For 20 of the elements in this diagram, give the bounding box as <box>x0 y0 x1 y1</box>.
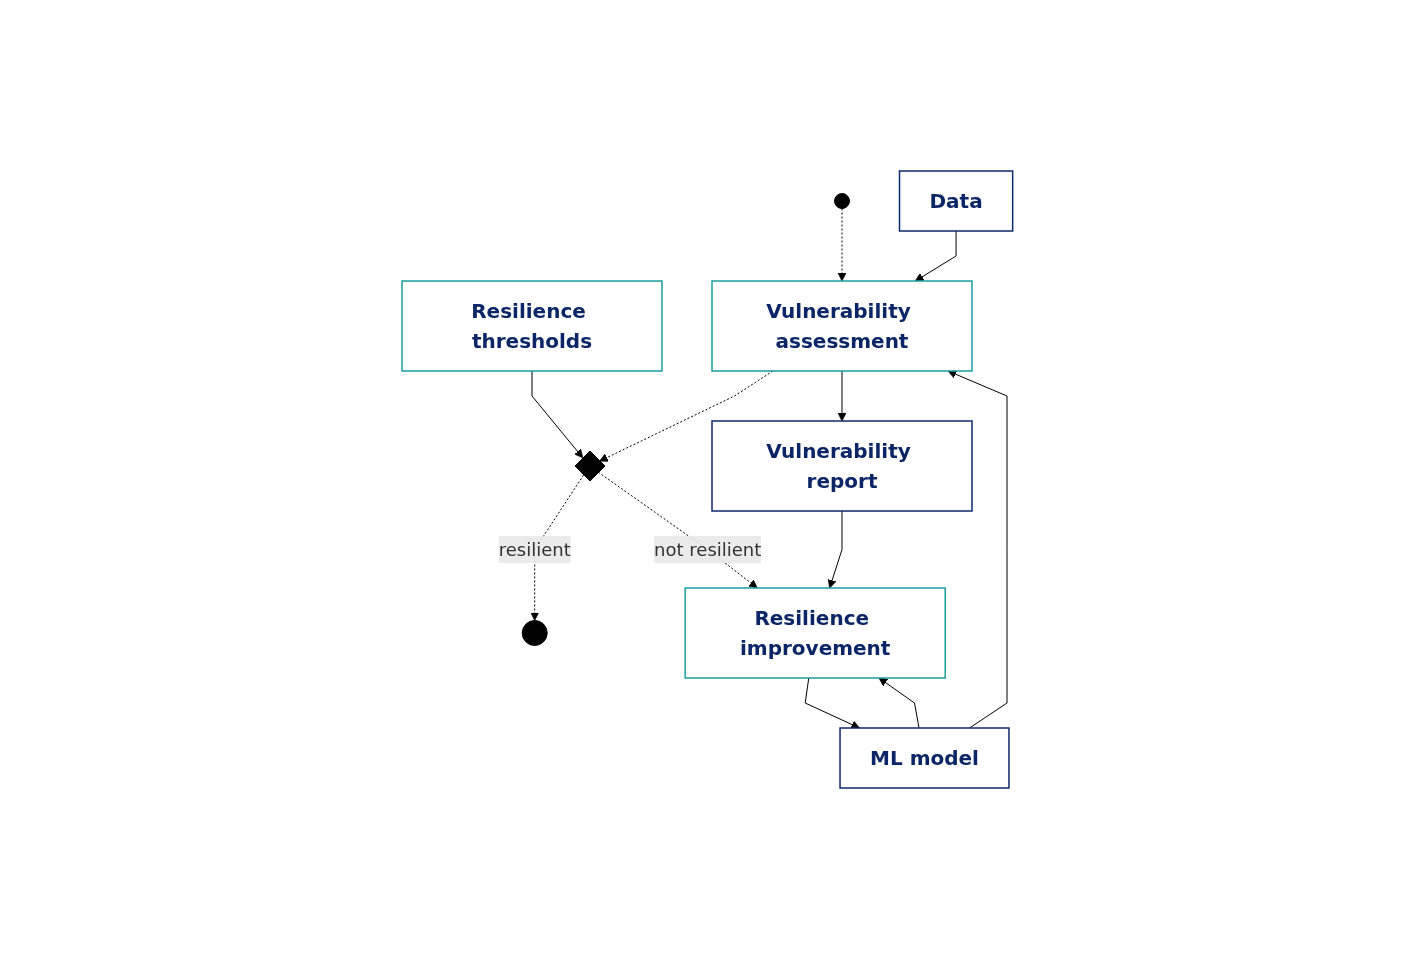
arrow <box>529 474 584 621</box>
node-box: Vulnerability assessment <box>710 280 973 372</box>
node-box: Data <box>898 170 1014 232</box>
node-box: ML model <box>838 727 1010 789</box>
arrow <box>837 370 847 422</box>
arrow <box>531 370 583 459</box>
edge-label: not resilient <box>653 539 761 560</box>
arrow <box>804 677 860 729</box>
arrow <box>947 370 1008 729</box>
arrow <box>837 208 847 282</box>
arrow <box>827 510 843 589</box>
node-circle <box>833 193 850 209</box>
arrow <box>914 230 957 282</box>
node-diamond <box>574 450 606 482</box>
edge-label: resilient <box>498 539 571 560</box>
node-box: Vulnerability report <box>710 420 973 512</box>
arrow <box>878 677 920 729</box>
node-circle <box>521 620 548 646</box>
node-box: Resilience improvement <box>684 587 946 679</box>
node-box: Resilience thresholds <box>400 280 663 372</box>
